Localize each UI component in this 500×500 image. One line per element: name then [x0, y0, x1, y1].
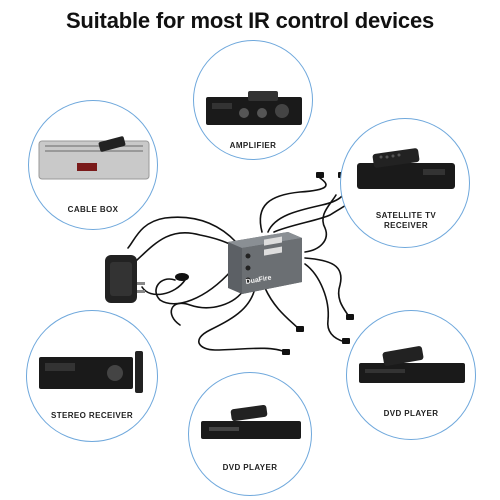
device-label-stereo: STEREO RECEIVER	[50, 411, 133, 420]
amplifier-icon	[206, 91, 302, 125]
device-label-dvd-bottom: DVD PLAYER	[222, 463, 278, 472]
device-circle-dvd-bottom: DVD PLAYER	[188, 372, 312, 496]
cable-box-icon	[38, 136, 150, 180]
hub-brand: DuaFire	[245, 275, 272, 286]
device-circle-amplifier: AMPLIFIER	[193, 40, 313, 160]
device-label-cable-box: CABLE BOX	[67, 205, 119, 214]
stereo-receiver-icon	[39, 351, 143, 393]
device-label-satellite: SATELLITE TV RECEIVER	[375, 211, 437, 230]
device-circle-stereo: STEREO RECEIVER	[26, 310, 158, 442]
device-label-amplifier: AMPLIFIER	[229, 141, 277, 150]
dvd-player-icon	[359, 346, 465, 383]
satellite-receiver-icon	[357, 148, 455, 189]
dvd-player-bottom-icon	[201, 404, 301, 439]
device-circle-cable-box: CABLE BOX	[28, 100, 158, 230]
power-adapter-icon	[105, 255, 145, 303]
ir-hub-box	[228, 232, 302, 294]
device-circle-dvd-right: DVD PLAYER	[346, 310, 476, 440]
device-circle-satellite: SATELLITE TV RECEIVER	[340, 118, 470, 248]
page-title: Suitable for most IR control devices	[65, 8, 435, 33]
device-label-dvd-right: DVD PLAYER	[383, 409, 439, 418]
